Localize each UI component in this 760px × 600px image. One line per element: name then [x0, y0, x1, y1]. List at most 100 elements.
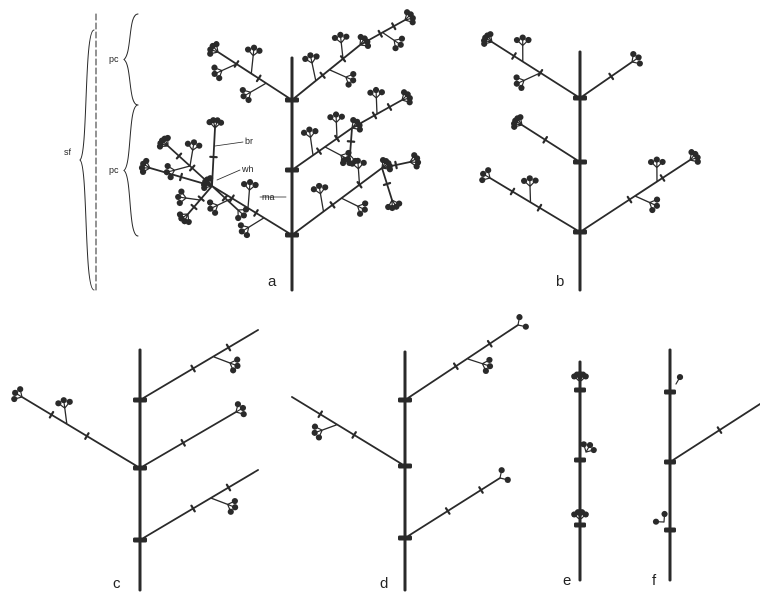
- sub-branch: [635, 196, 650, 203]
- label-br: br: [245, 136, 253, 146]
- sub-branch-fruit-cluster: [379, 89, 385, 95]
- sub-branch-fruit-cluster: [532, 177, 538, 183]
- bract-tick: [254, 210, 257, 215]
- sub-branch-fruit-cluster: [337, 32, 343, 38]
- terminal-fruit-cluster: [407, 99, 413, 105]
- lateral-branch: [140, 470, 258, 540]
- sub-branch: [329, 70, 345, 77]
- sub-branch-fruit-cluster: [343, 34, 349, 40]
- sub-branch-fruit-cluster: [302, 56, 308, 62]
- lateral-branch: [218, 52, 292, 100]
- sub-branch-fruit-cluster: [322, 184, 328, 190]
- lateral-branch: [580, 62, 632, 98]
- whorl-node-e: [574, 458, 586, 463]
- sub-branch-fruit-cluster: [256, 48, 262, 54]
- bract-tick: [182, 440, 185, 446]
- sub-branch-fruit-cluster: [316, 183, 322, 189]
- sub-branch-fruit-cluster: [350, 77, 356, 83]
- panel-label-f: f: [652, 572, 656, 589]
- sub-branch-fruit-cluster: [313, 53, 319, 59]
- sub-branch: [312, 63, 316, 81]
- sub-branch-fruit-cluster: [373, 87, 379, 93]
- terminal-fruit-cluster: [218, 120, 224, 126]
- sub-branch-fruit-cluster: [361, 160, 367, 166]
- sub-branch-fruit-cluster: [245, 97, 251, 103]
- sub-branch-fruit-cluster: [301, 130, 307, 136]
- sub-branch-fruit-cluster: [240, 87, 246, 93]
- sub-branch: [249, 218, 264, 227]
- sub-branch: [342, 198, 358, 206]
- lateral-branch: [212, 186, 292, 235]
- label-pc-upper: pc: [109, 54, 119, 64]
- terminal-fruit-cluster: [487, 31, 493, 37]
- fruit-cluster-e-top: [583, 373, 589, 379]
- sub-branch: [310, 137, 313, 155]
- terminal-fruit-cluster: [635, 54, 641, 60]
- sub-branch-fruit-cluster: [61, 397, 67, 403]
- fruit-f-top: [677, 374, 683, 380]
- sub-branch-fruit-cluster: [649, 207, 655, 213]
- bract-tick: [85, 433, 88, 438]
- sub-branch-fruit-cluster: [67, 399, 73, 405]
- terminal-fruit-cluster: [637, 60, 643, 66]
- terminal-fruit-cluster: [341, 157, 347, 163]
- terminal-fruit-cluster: [505, 477, 511, 483]
- bract-tick: [227, 485, 230, 491]
- terminal-fruit-cluster: [213, 41, 219, 47]
- sub-branch: [211, 498, 228, 504]
- terminal-fruit-cluster: [630, 51, 636, 57]
- sub-branch-fruit-cluster: [240, 93, 246, 99]
- sub-branch-fruit-cluster: [244, 232, 250, 238]
- sub-branch-fruit-cluster: [212, 71, 218, 77]
- lateral-branch: [522, 125, 580, 162]
- lateral-branch: [405, 325, 518, 400]
- sub-branch-fruit-cluster: [486, 357, 492, 363]
- sub-branch-fruit-cluster: [196, 143, 202, 149]
- fruit-f-low: [661, 511, 667, 517]
- sub-branch: [213, 357, 230, 363]
- sub-branch: [325, 147, 341, 155]
- sub-branch-fruit-cluster: [251, 45, 257, 51]
- sub-branch: [251, 56, 253, 74]
- sub-branch-fruit-cluster: [175, 194, 181, 200]
- sub-branch-fruit-cluster: [514, 37, 520, 43]
- sub-branch: [190, 150, 193, 166]
- terminal-fruit-cluster: [695, 159, 701, 165]
- bract-tick: [180, 174, 182, 180]
- sub-branch-fruit-cluster: [232, 504, 238, 510]
- whorl-node-f: [664, 390, 676, 395]
- fruit-cluster-e-mid: [581, 441, 587, 447]
- sub-branch-fruit-cluster: [228, 509, 234, 515]
- terminal-fruit-cluster: [517, 114, 523, 120]
- terminal-fruit-cluster: [177, 211, 183, 217]
- terminal-fruit-cluster: [143, 158, 149, 164]
- whorl-node-e: [574, 523, 586, 528]
- lateral-branch: [22, 397, 140, 468]
- sub-branch-fruit-cluster: [513, 74, 519, 80]
- label-leader-wh: [217, 170, 240, 180]
- sub-branch-fruit-cluster: [350, 71, 356, 77]
- bract-tick: [543, 137, 546, 142]
- bract-tick: [446, 508, 449, 513]
- sub-branch: [175, 166, 190, 170]
- terminal-fruit-cluster: [235, 215, 241, 221]
- terminal-fruit-cluster: [479, 177, 485, 183]
- sub-branch-fruit-cluster: [316, 434, 322, 440]
- sub-branch: [322, 425, 337, 431]
- sub-branch-fruit-cluster: [327, 114, 333, 120]
- sub-branch-fruit-cluster: [207, 206, 213, 212]
- sub-branch-fruit-cluster: [514, 81, 520, 87]
- fruit-cluster-e-mid: [591, 447, 597, 453]
- sub-branch-fruit-cluster: [232, 498, 238, 504]
- lateral-branch: [292, 397, 405, 466]
- terminal-fruit-cluster: [523, 324, 529, 330]
- label-ma: ma: [262, 192, 275, 202]
- bract-tick: [257, 76, 260, 81]
- label-pc-lower: pc: [109, 165, 119, 175]
- bract-tick: [718, 427, 721, 432]
- sub-branch-fruit-cluster: [312, 128, 318, 134]
- bract-tick: [379, 31, 382, 37]
- sub-branch: [336, 123, 337, 139]
- lateral-branch: [292, 168, 382, 235]
- sub-branch-fruit-cluster: [239, 228, 245, 234]
